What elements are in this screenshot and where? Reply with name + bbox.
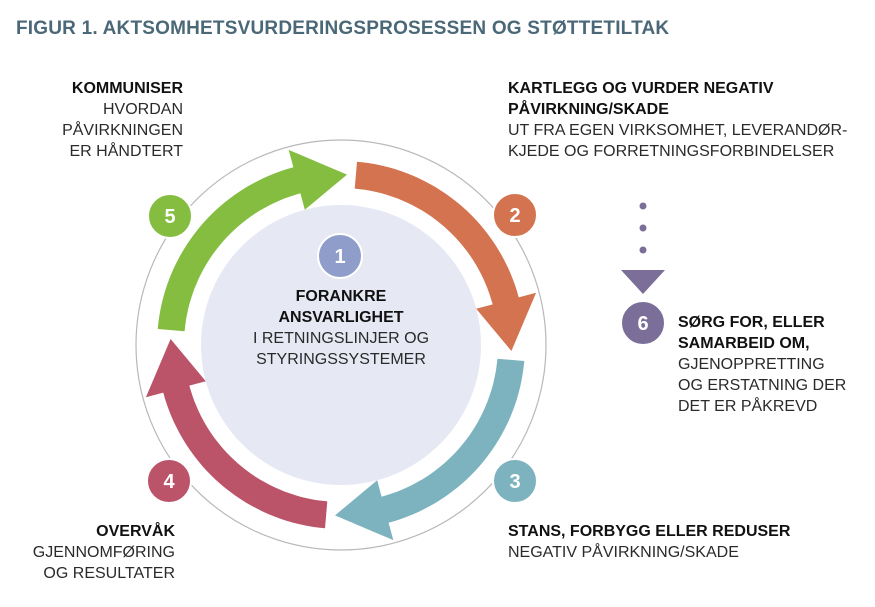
step-1-desc: I RETNINGSLINJER OG (252, 330, 430, 347)
step-5-desc: ER HÅNDTERT (69, 143, 184, 160)
arrow-step-5 (157, 149, 347, 332)
badge-number: 1 (334, 246, 345, 268)
step-2-desc: UT FRA EGEN VIRKSOMHET, LEVERANDØR- (508, 122, 848, 139)
step-3-desc: NEGATIV PÅVIRKNING/SKADE (508, 544, 739, 561)
down-arrow-icon (621, 270, 665, 294)
step-4-desc: GJENNOMFØRING (32, 544, 175, 561)
badge-circle (147, 193, 193, 239)
step-6-heading: SØRG FOR, ELLER (678, 314, 825, 331)
badge-number: 4 (163, 471, 175, 493)
badge-circle (317, 233, 363, 279)
outer-ring (135, 139, 547, 551)
badge-number: 5 (164, 206, 175, 228)
arrow-step-3 (335, 358, 525, 541)
step-6-desc: OG ERSTATNING DER (678, 377, 847, 394)
step-2-text: KARTLEGG OG VURDER NEGATIV PÅVIRKNING/SK… (508, 78, 847, 162)
step-6-heading: SAMARBEID OM, (678, 335, 810, 352)
step-3-heading: STANS, FORBYGG ELLER REDUSER (508, 523, 791, 540)
figure-title: FIGUR 1. AKTSOMHETSVURDERINGSPROSESSEN O… (16, 18, 670, 39)
dotted-connector (621, 202, 665, 294)
step-1-text: FORANKRE ANSVARLIGHET I RETNINGSLINJER O… (221, 286, 461, 370)
step-5-text: KOMMUNISER HVORDAN PÅVIRKNINGEN ER HÅNDT… (62, 78, 183, 162)
badge-number: 6 (637, 313, 648, 335)
step-2-badge: 2 (492, 192, 538, 238)
center-circle (201, 205, 481, 485)
badge-circle (620, 300, 666, 346)
arrow-step-2 (354, 161, 537, 351)
badge-number: 3 (509, 471, 520, 493)
arrow-step-4 (145, 339, 328, 529)
badge-circle (492, 458, 538, 504)
step-1-desc: STYRINGSSYSTEMER (256, 351, 426, 368)
step-2-desc: KJEDE OG FORRETNINGSFORBINDELSER (508, 143, 835, 160)
step-6-desc: GJENOPPRETTING (678, 356, 825, 373)
step-4-badge: 4 (146, 458, 192, 504)
step-5-badge: 5 (147, 193, 193, 239)
badge-circle (146, 458, 192, 504)
step-5-desc: HVORDAN (102, 101, 183, 118)
step-5-heading: KOMMUNISER (71, 80, 183, 97)
step-1-heading: FORANKRE (295, 288, 387, 305)
step-4-heading: OVERVÅK (96, 523, 175, 540)
step-2-heading: PÅVIRKNING/SKADE (508, 101, 669, 118)
badge-circle (492, 192, 538, 238)
step-1-badge: 1 (317, 233, 363, 279)
step-1-heading: ANSVARLIGHET (278, 309, 404, 326)
step-5-desc: PÅVIRKNINGEN (62, 122, 183, 139)
step-6-text: SØRG FOR, ELLER SAMARBEID OM, GJENOPPRET… (678, 312, 846, 417)
step-4-text: OVERVÅK GJENNOMFØRING OG RESULTATER (33, 521, 175, 584)
step-2-heading: KARTLEGG OG VURDER NEGATIV (508, 80, 774, 97)
badge-number: 2 (509, 205, 520, 227)
step-3-badge: 3 (492, 458, 538, 504)
step-6-desc: DET ER PÅKREVD (678, 398, 818, 415)
step-4-desc: OG RESULTATER (43, 565, 175, 582)
step-6-badge: 6 (620, 300, 666, 346)
step-3-text: STANS, FORBYGG ELLER REDUSER NEGATIV PÅV… (508, 521, 790, 563)
